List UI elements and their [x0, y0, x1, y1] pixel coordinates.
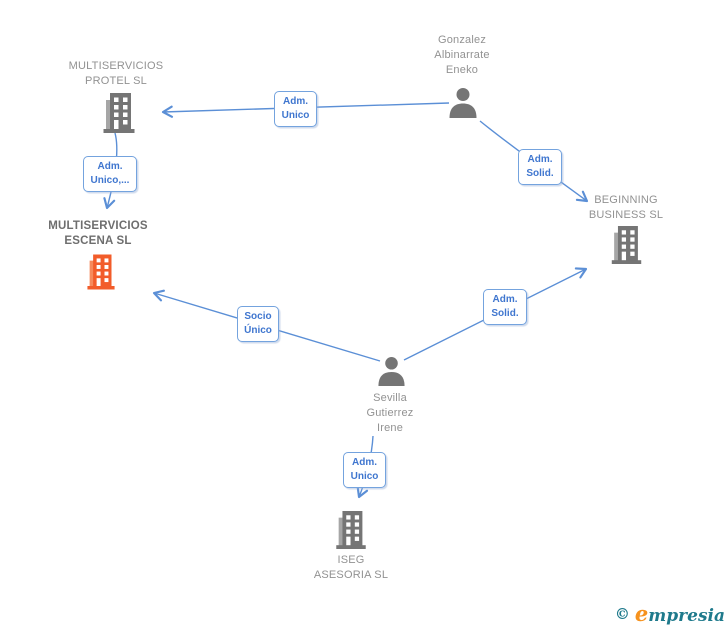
- company-name-line: PROTEL SL: [85, 75, 147, 87]
- copyright-icon: ©: [614, 605, 630, 623]
- company-name-line: ESCENA SL: [64, 235, 132, 247]
- company-name-line: BEGINNING: [594, 194, 658, 206]
- company-name-line: BUSINESS SL: [588, 209, 664, 221]
- company-name-line: MULTISERVICIOS: [68, 60, 164, 72]
- relation-label-gonzalez-protel: Adm. Unico: [274, 91, 317, 127]
- building-icon[interactable]: [103, 93, 135, 138]
- person-icon[interactable]: [377, 356, 406, 391]
- relation-text-line: Adm.: [352, 457, 377, 468]
- person-label-sevilla[interactable]: Sevilla Gutierrez Irene: [310, 391, 470, 436]
- building-icon[interactable]: [611, 226, 642, 269]
- relation-text-line: Unico: [350, 471, 379, 482]
- relation-text-line: Socio: [244, 311, 272, 322]
- company-name-line: ISEG: [337, 554, 365, 566]
- relation-label-sevilla-iseg: Adm. Unico: [343, 452, 386, 488]
- building-icon[interactable]: [335, 511, 367, 554]
- brand-initial: e: [634, 601, 649, 626]
- company-label-escena[interactable]: MULTISERVICIOS ESCENA SL: [18, 219, 178, 249]
- relation-text-line: Adm.: [283, 96, 308, 107]
- person-name-line: Gonzalez: [437, 34, 487, 46]
- company-name-line: ASESORIA SL: [313, 569, 389, 581]
- person-name-line: Gutierrez: [366, 407, 414, 419]
- relation-text-line: Adm.: [527, 154, 553, 165]
- person-name-line: Eneko: [445, 64, 479, 76]
- person-name-line: Irene: [376, 422, 404, 434]
- person-name-line: Albinarrate: [434, 49, 490, 61]
- relation-label-protel-escena: Adm. Unico,...: [83, 156, 137, 192]
- person-name-line: Sevilla: [373, 392, 407, 404]
- empresia-logo: © e mpresia: [614, 601, 725, 626]
- relation-label-gonzalez-beginning: Adm. Solid.: [518, 149, 562, 185]
- building-icon[interactable]: [87, 253, 115, 296]
- relation-text-line: Unico,...: [90, 175, 130, 186]
- company-name-line: MULTISERVICIOS: [48, 220, 148, 232]
- person-icon[interactable]: [448, 87, 478, 123]
- company-label-beginning[interactable]: BEGINNING BUSINESS SL: [546, 193, 706, 223]
- company-label-protel[interactable]: MULTISERVICIOS PROTEL SL: [36, 59, 196, 89]
- relation-text-line: Solid.: [491, 308, 519, 319]
- brand-name: mpresia: [648, 606, 725, 626]
- relation-text-line: Unico: [281, 110, 310, 121]
- company-label-iseg[interactable]: ISEG ASESORIA SL: [271, 553, 431, 583]
- relation-text-line: Solid.: [526, 168, 554, 179]
- relation-text-line: Adm.: [97, 161, 123, 172]
- relation-label-sevilla-escena: Socio Único: [237, 306, 279, 342]
- relation-text-line: Único: [244, 325, 272, 336]
- relation-label-sevilla-beginning: Adm. Solid.: [483, 289, 527, 325]
- relation-text-line: Adm.: [492, 294, 518, 305]
- person-label-gonzalez[interactable]: Gonzalez Albinarrate Eneko: [382, 33, 542, 78]
